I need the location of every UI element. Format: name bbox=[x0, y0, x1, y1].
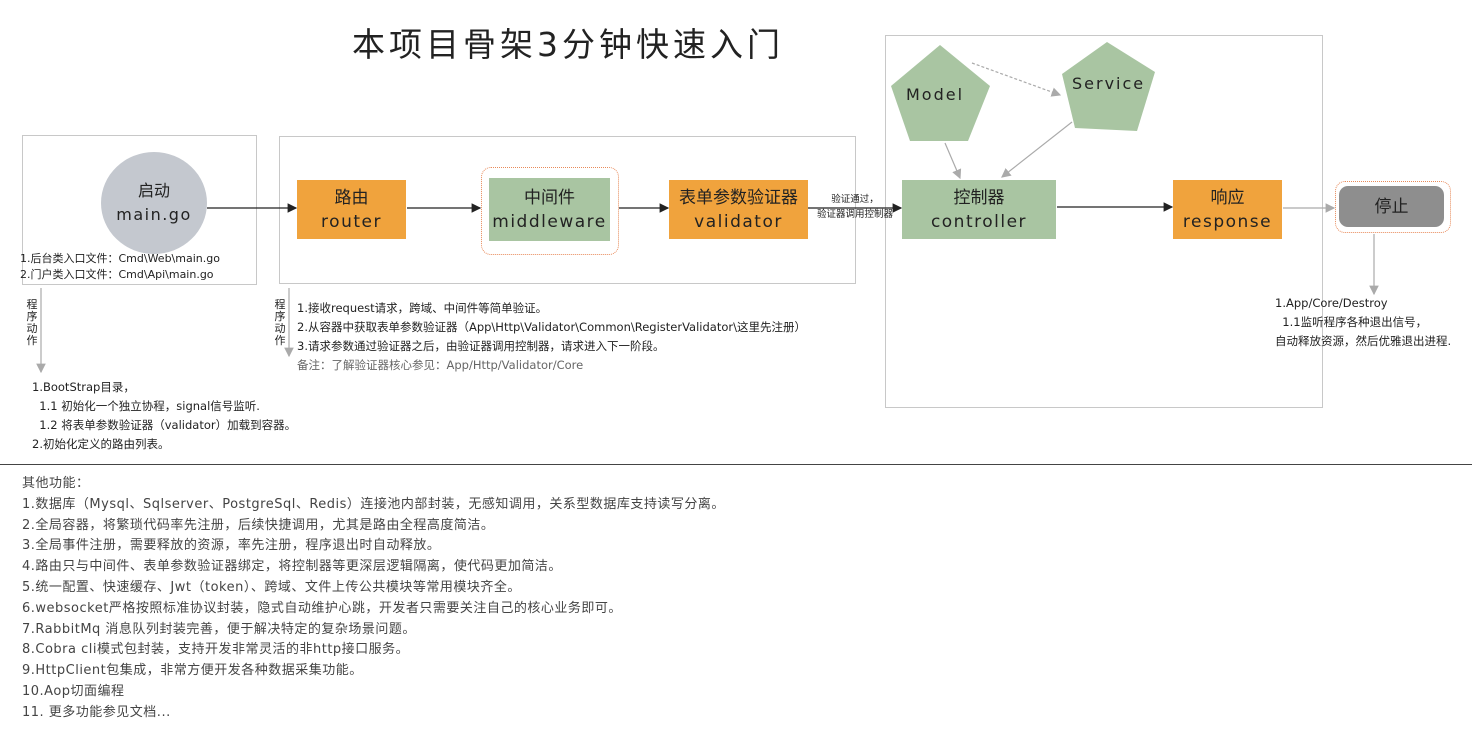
feature-item: 9.HttpClient包集成，非常方便开发各种数据采集功能。 bbox=[22, 663, 363, 679]
controller-name: controller bbox=[930, 211, 1028, 232]
controller-label: 控制器 bbox=[953, 187, 1005, 208]
feature-item: 6.websocket严格按照标准协议封装，隐式自动维护心跳，开发者只需要关注自… bbox=[22, 600, 622, 616]
edge-model-controller bbox=[944, 142, 962, 180]
model-label: Model bbox=[906, 85, 965, 104]
router-name: router bbox=[321, 211, 382, 232]
feature-item: 5.统一配置、快速缓存、Jwt（token）、跨域、文件上传公共模块等常用模块齐… bbox=[22, 579, 521, 595]
response-label: 响应 bbox=[1210, 187, 1245, 208]
stop-highlight bbox=[1335, 181, 1451, 233]
validator-label: 表单参数验证器 bbox=[679, 187, 798, 208]
start-note: 1.1 初始化一个独立协程，signal信号监听. bbox=[32, 399, 260, 413]
edge-service-controller bbox=[1001, 121, 1073, 178]
edge-model-service bbox=[971, 62, 1062, 97]
pipeline-note: 1.接收request请求，跨域、中间件等简单验证。 bbox=[297, 301, 548, 315]
start-action-label: 程序动作 bbox=[26, 298, 38, 347]
start-node: 启动 main.go bbox=[101, 152, 207, 254]
middleware-label: 中间件 bbox=[524, 187, 575, 208]
stop-node: 停止 bbox=[1339, 186, 1444, 227]
controller-frame bbox=[885, 35, 1323, 408]
features-heading: 其他功能： bbox=[22, 476, 90, 491]
feature-item: 4.路由只与中间件、表单参数验证器绑定，将控制器等更深层逻辑隔离，使代码更加简洁… bbox=[22, 559, 562, 575]
response-name: response bbox=[1182, 211, 1273, 232]
feature-item: 3.全局事件注册，需要释放的资源，率先注册，程序退出时自动释放。 bbox=[22, 538, 441, 554]
validator-name: validator bbox=[694, 211, 783, 232]
router-node: 路由 router bbox=[297, 180, 406, 239]
feature-item: 8.Cobra cli模式包封装，支持开发非常灵活的非http接口服务。 bbox=[22, 642, 410, 658]
destroy-note: 自动释放资源，然后优雅退出进程. bbox=[1275, 334, 1452, 348]
response-node: 响应 response bbox=[1173, 180, 1282, 239]
router-label: 路由 bbox=[334, 187, 369, 208]
start-label: 启动 bbox=[137, 181, 170, 200]
pipeline-note: 2.从容器中获取表单参数验证器（App\Http\Validator\Commo… bbox=[297, 320, 806, 334]
stop-label: 停止 bbox=[1374, 196, 1409, 217]
model-node bbox=[891, 45, 990, 141]
start-note: 1.2 将表单参数验证器（validator）加载到容器。 bbox=[32, 418, 297, 432]
entry-file-web: 1.后台类入口文件：Cmd\Web\main.go bbox=[20, 252, 220, 265]
feature-item: 7.RabbitMq 消息队列封装完善，便于解决特定的复杂场景问题。 bbox=[22, 621, 416, 637]
feature-item: 11. 更多功能参见文档... bbox=[22, 704, 171, 720]
start-note: 1.BootStrap目录， bbox=[32, 380, 135, 394]
feature-item: 10.Aop切面编程 bbox=[22, 683, 125, 699]
page-title: 本项目骨架3分钟快速入门 bbox=[352, 25, 784, 64]
service-label: Service bbox=[1072, 74, 1146, 93]
pipeline-frame bbox=[279, 136, 856, 284]
service-node bbox=[1062, 42, 1155, 131]
entry-file-api: 2.门户类入口文件：Cmd\Api\main.go bbox=[20, 268, 214, 281]
destroy-notes: 1.App/Core/Destroy 1.1监听程序各种退出信号， 自动释放资源… bbox=[1275, 294, 1451, 351]
validator-node: 表单参数验证器 validator bbox=[669, 180, 808, 239]
middleware-highlight bbox=[481, 167, 619, 255]
features-list: 其他功能： 1.数据库（Mysql、Sqlserver、PostgreSql、R… bbox=[22, 474, 725, 724]
start-file: main.go bbox=[116, 205, 192, 224]
pipeline-note: 3.请求参数通过验证器之后，由验证器调用控制器，请求进入下一阶段。 bbox=[297, 339, 665, 353]
validator-controller-label: 验证通过， 验证器调用控制器 bbox=[816, 194, 893, 220]
pipeline-action-label: 程序动作 bbox=[274, 298, 286, 347]
middleware-node: 中间件 middleware bbox=[489, 178, 610, 241]
section-divider bbox=[0, 464, 1472, 465]
feature-item: 2.全局容器，将繁琐代码率先注册，后续快捷调用，尤其是路由全程高度简洁。 bbox=[22, 517, 495, 533]
pipeline-notes: 1.接收request请求，跨域、中间件等简单验证。 2.从容器中获取表单参数验… bbox=[297, 299, 806, 375]
pipeline-remark: 备注：了解验证器核心参见：App/Http/Validator/Core bbox=[297, 358, 584, 372]
controller-node: 控制器 controller bbox=[902, 180, 1056, 239]
start-note: 2.初始化定义的路由列表。 bbox=[32, 437, 170, 451]
start-frame bbox=[22, 135, 257, 285]
start-notes: 1.BootStrap目录， 1.1 初始化一个独立协程，signal信号监听.… bbox=[32, 378, 296, 454]
destroy-note: 1.App/Core/Destroy bbox=[1275, 296, 1388, 310]
middleware-name: middleware bbox=[492, 211, 607, 232]
destroy-note: 1.1监听程序各种退出信号， bbox=[1275, 315, 1428, 329]
feature-item: 1.数据库（Mysql、Sqlserver、PostgreSql、Redis）连… bbox=[22, 496, 725, 512]
